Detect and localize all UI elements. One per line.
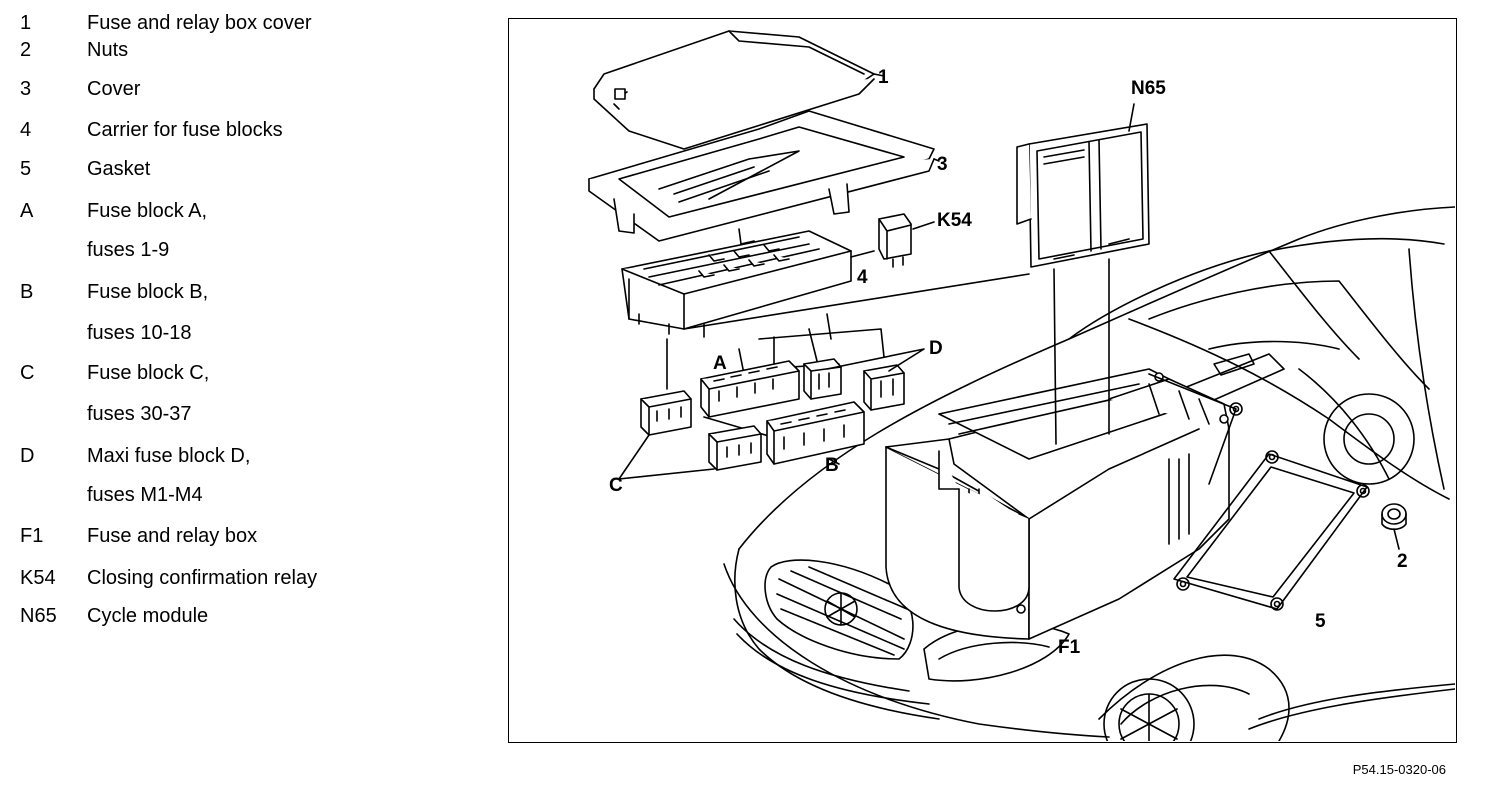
n65-leader-line <box>1053 268 1057 445</box>
fuse-relay-box-f1 <box>885 368 1230 640</box>
legend-key: F1 <box>20 525 44 547</box>
legend-key: 4 <box>20 119 32 141</box>
legend-key: 5 <box>20 158 32 180</box>
legend-description: Carrier for fuse blocks <box>87 119 283 141</box>
fuse-block-c <box>640 390 762 471</box>
legend-description: Fuse and relay box cover <box>87 12 312 34</box>
figure-reference-id: P54.15-0320-06 <box>1352 762 1446 777</box>
legend-description: Fuse block A, <box>87 200 208 222</box>
legend-description: Maxi fuse block D, <box>87 445 251 467</box>
callout-4: 4 <box>857 267 868 288</box>
callout-n65: N65 <box>1131 78 1166 99</box>
carrier-to-f1-leader-line <box>683 273 1030 330</box>
callout-c: C <box>609 475 623 496</box>
callout-f1: F1 <box>1058 637 1081 658</box>
cycle-module-n65 <box>1016 123 1150 268</box>
carrier-4-leader-line <box>850 250 875 258</box>
legend-key: 2 <box>20 39 32 61</box>
fuse-block-b <box>766 401 865 465</box>
legend-key: D <box>20 445 35 467</box>
legend-description: Fuse and relay box <box>87 525 258 547</box>
legend-key: 3 <box>20 78 32 100</box>
c-leader-line <box>618 434 715 480</box>
n65-leader-line <box>1128 103 1135 132</box>
exploded-view-figure: 1 3 4 K54 N65 A B C D F1 2 5 <box>508 18 1457 743</box>
callout-3: 3 <box>937 154 948 175</box>
legend-description: Cycle module <box>87 605 209 627</box>
legend-description: Nuts <box>87 39 129 61</box>
callout-b: B <box>825 455 839 476</box>
legend-description: Fuse block C, <box>87 362 210 384</box>
vehicle-outline <box>723 206 1455 741</box>
carrier-to-d-leader-line <box>758 328 885 358</box>
legend-key: K54 <box>20 567 56 589</box>
cover-3-leader-line <box>933 158 940 162</box>
parts-legend: 1 Fuse and relay box cover 2 Nuts 3 Cove… <box>0 0 480 660</box>
exploded-view-drawing: 1 3 4 K54 N65 A B C D F1 2 5 <box>588 30 1455 741</box>
legend-key: B <box>20 281 34 303</box>
legend-key: A <box>20 200 34 222</box>
gasket-5 <box>1148 373 1370 611</box>
cover-3 <box>588 110 935 245</box>
legend-description: Gasket <box>87 158 151 180</box>
callout-5: 5 <box>1315 611 1326 632</box>
legend-key: C <box>20 362 35 384</box>
callout-a: A <box>713 353 727 374</box>
legend-key: N65 <box>20 605 57 627</box>
callout-k54: K54 <box>937 210 972 231</box>
legend-key: 1 <box>20 12 32 34</box>
carrier-for-fuse-blocks-4 <box>621 230 852 338</box>
callout-d: D <box>929 338 943 359</box>
closing-confirmation-relay-k54 <box>878 213 912 268</box>
b-leader-line <box>828 458 840 465</box>
legend-description: fuses 1-9 <box>87 239 170 261</box>
maxi-fuse-block-d <box>803 358 905 411</box>
legend-description: Fuse block B, <box>87 281 209 303</box>
callout-2: 2 <box>1397 551 1408 572</box>
legend-description: Closing confirmation relay <box>87 567 318 589</box>
legend-description: Cover <box>87 78 141 100</box>
nut-2 <box>1381 503 1407 550</box>
d-leader-line <box>826 348 925 372</box>
legend-description: fuses 10-18 <box>87 322 192 344</box>
legend-description: fuses 30-37 <box>87 403 192 425</box>
cover-1-leader-line <box>873 73 885 77</box>
carrier-block-leader-line <box>666 313 832 390</box>
legend-description: fuses M1-M4 <box>87 484 203 506</box>
fuse-relay-box-cover-1 <box>593 30 875 150</box>
k54-leader-line <box>912 221 935 230</box>
callout-1: 1 <box>878 67 889 88</box>
